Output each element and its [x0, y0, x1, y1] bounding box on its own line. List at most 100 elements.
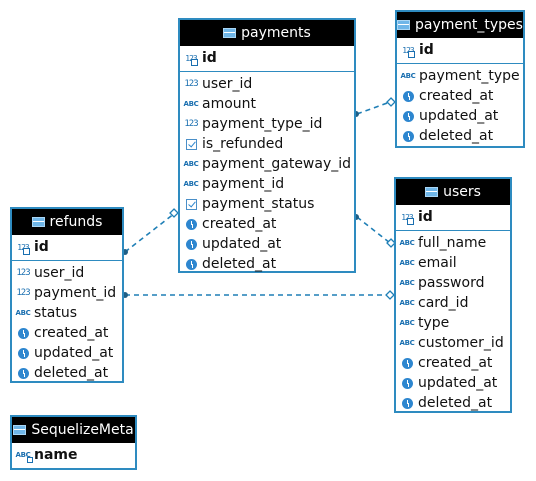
- column-row[interactable]: deleted_at: [180, 254, 354, 274]
- link-end-one-icon: [386, 97, 396, 107]
- abc-text-icon: ABC: [399, 259, 415, 267]
- column-name: payment_type: [419, 68, 520, 84]
- column-name: deleted_at: [419, 128, 494, 144]
- numeric-123-icon: 123: [16, 288, 30, 298]
- abc-text-icon: ABC: [399, 279, 415, 287]
- column-row[interactable]: updated_at: [12, 343, 122, 363]
- column-name: payment_status: [202, 196, 315, 212]
- column-row[interactable]: payment_status: [180, 194, 354, 214]
- numeric-123-icon: 123: [401, 212, 415, 225]
- entity-header[interactable]: refunds: [12, 209, 122, 235]
- column-row[interactable]: updated_at: [396, 373, 510, 393]
- numeric-123-icon: 123: [17, 242, 31, 255]
- column-name: amount: [202, 96, 257, 112]
- column-row[interactable]: deleted_at: [397, 126, 523, 146]
- entity-header[interactable]: SequelizeMeta: [12, 417, 135, 443]
- column-name: user_id: [34, 265, 85, 281]
- column-row[interactable]: deleted_at: [12, 363, 122, 383]
- numeric-123-icon: 123: [402, 45, 416, 58]
- column-row[interactable]: created_at: [397, 86, 523, 106]
- column-name: id: [419, 42, 434, 58]
- table-icon: [425, 187, 439, 197]
- column-name: status: [34, 305, 78, 321]
- link-payments-payment-types: [356, 101, 391, 115]
- link-payments-users: [356, 216, 391, 244]
- column-name: password: [418, 275, 485, 291]
- column-name: user_id: [202, 76, 253, 92]
- table-icon: [397, 20, 411, 30]
- column-name: payment_id: [202, 176, 285, 192]
- column-name: id: [202, 50, 217, 66]
- clock-icon: [183, 217, 199, 231]
- column-name: created_at: [418, 355, 493, 371]
- column-row[interactable]: updated_at: [180, 234, 354, 254]
- column-name: deleted_at: [202, 256, 277, 272]
- clock-icon: [400, 89, 416, 103]
- column-row[interactable]: created_at: [180, 214, 354, 234]
- clock-icon: [15, 326, 31, 340]
- column-name: id: [418, 209, 433, 225]
- column-name: updated_at: [34, 345, 114, 361]
- link-end-one-icon: [169, 208, 179, 218]
- column-row[interactable]: created_at: [12, 323, 122, 343]
- column-row[interactable]: is_refunded: [180, 134, 354, 154]
- entity-header[interactable]: users: [396, 179, 510, 205]
- column-name: name: [34, 447, 78, 463]
- column-name: created_at: [419, 88, 494, 104]
- clock-icon: [183, 237, 199, 251]
- entity-title: refunds: [49, 214, 103, 230]
- column-name: created_at: [34, 325, 109, 341]
- column-row[interactable]: deleted_at: [396, 393, 510, 413]
- clock-icon: [400, 109, 416, 123]
- clock-icon: [399, 396, 415, 410]
- table-icon: [13, 425, 27, 435]
- column-row[interactable]: created_at: [396, 353, 510, 373]
- column-row[interactable]: 123 payment_id: [12, 283, 122, 303]
- clock-icon: [15, 366, 31, 380]
- abc-text-icon: ABC: [399, 319, 415, 327]
- numeric-123-icon: 123: [184, 119, 198, 129]
- clock-icon: [15, 346, 31, 360]
- clock-icon: [399, 356, 415, 370]
- entity-header[interactable]: payment_types: [397, 12, 523, 38]
- column-name: customer_id: [418, 335, 504, 351]
- abc-text-icon: ABC: [183, 160, 199, 168]
- checkbox-icon: [183, 197, 199, 211]
- column-row[interactable]: updated_at: [397, 106, 523, 126]
- abc-text-icon: ABC: [399, 299, 415, 307]
- clock-icon: [183, 257, 199, 271]
- entity-header[interactable]: payments: [180, 20, 354, 46]
- column-name: payment_id: [34, 285, 117, 301]
